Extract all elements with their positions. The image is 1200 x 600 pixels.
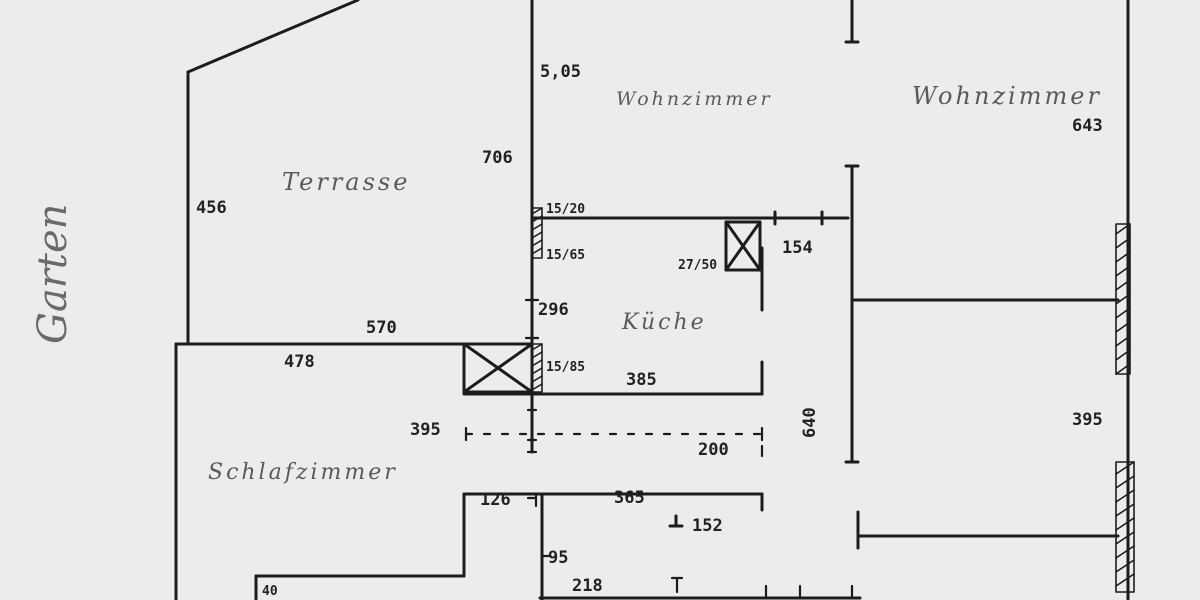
terrace-diagonal-wall: [186, 0, 360, 74]
hatched-column-right-lower: [1115, 461, 1135, 593]
dim-505: 5,05: [540, 62, 581, 82]
dim-385: 385: [626, 370, 657, 390]
dim-478: 478: [284, 352, 315, 372]
dim-296: 296: [538, 300, 569, 320]
wall-lines: [174, 0, 1130, 600]
dim-15-85: 15/85: [546, 360, 586, 375]
dim-27-50: 27/50: [678, 258, 718, 273]
dim-640: 640: [800, 407, 820, 438]
room-label-wohnzimmer-2: Wohnzimmer: [912, 82, 1102, 110]
dim-154: 154: [782, 238, 813, 258]
dim-40: 40: [262, 584, 278, 599]
room-label-kueche: Küche: [622, 310, 707, 335]
hatched-column-central-upper: [531, 207, 543, 259]
dimension-ticks: [524, 298, 854, 600]
dim-365: 365: [614, 488, 645, 508]
shaft-box-left: [462, 342, 534, 394]
hatched-column-central-lower: [531, 343, 543, 393]
room-label-schlafzimmer: Schlafzimmer: [208, 460, 398, 485]
dim-706: 706: [482, 148, 513, 168]
room-label-wohnzimmer-1: Wohnzimmer: [616, 88, 773, 110]
shaft-box-kitchen: [724, 220, 762, 272]
dim-395-left: 395: [410, 420, 441, 440]
dim-15-20: 15/20: [546, 202, 586, 217]
room-label-terrasse: Terrasse: [282, 168, 411, 196]
dim-395-right: 395: [1072, 410, 1103, 430]
dim-152: 152: [692, 516, 723, 536]
garden-label: Garten: [30, 203, 76, 344]
dim-643: 643: [1072, 116, 1103, 136]
hatched-column-right-upper: [1115, 223, 1131, 375]
dim-126: 126: [480, 490, 511, 510]
dim-15-65: 15/65: [546, 248, 586, 263]
dim-456: 456: [196, 198, 227, 218]
dim-570: 570: [366, 318, 397, 338]
dim-218: 218: [572, 576, 603, 596]
dim-200: 200: [698, 440, 729, 460]
dim-95: 95: [548, 548, 569, 568]
